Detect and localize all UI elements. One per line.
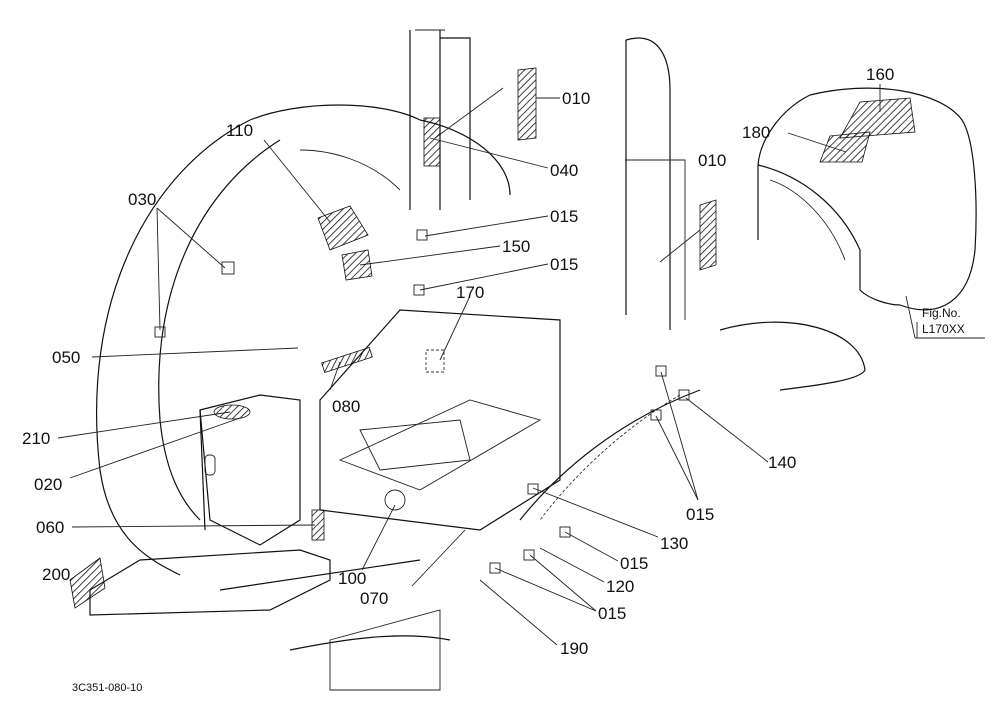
callout-030: 030 xyxy=(128,190,156,209)
callout-015-c: 015 xyxy=(686,505,714,524)
callout-150: 150 xyxy=(502,237,530,256)
decal-shapes xyxy=(69,67,916,609)
callout-120: 120 xyxy=(606,577,634,596)
toolbox xyxy=(199,394,301,546)
callout-160: 160 xyxy=(866,65,894,84)
leader-lines xyxy=(57,84,920,646)
right-rops-post xyxy=(625,37,686,330)
callout-140: 140 xyxy=(768,453,796,472)
callout-170: 170 xyxy=(456,283,484,302)
callout-010-upper: 010 xyxy=(562,89,590,108)
floor-plate xyxy=(89,549,451,691)
callout-050: 050 xyxy=(52,348,80,367)
callout-180: 180 xyxy=(742,123,770,142)
callout-020: 020 xyxy=(34,475,62,494)
hood-panel xyxy=(757,87,977,311)
callout-040: 040 xyxy=(550,161,578,180)
callout-015-a: 015 xyxy=(550,207,578,226)
callout-210: 210 xyxy=(22,429,50,448)
callout-190: 190 xyxy=(560,639,588,658)
callout-015-e: 015 xyxy=(598,604,626,623)
callout-015-d: 015 xyxy=(620,554,648,573)
callout-110: 110 xyxy=(226,121,253,140)
callout-130: 130 xyxy=(660,534,688,553)
callout-100: 100 xyxy=(338,569,366,588)
fastener-marks xyxy=(154,229,690,574)
callout-015-b: 015 xyxy=(550,255,578,274)
callout-200: 200 xyxy=(42,565,70,584)
figure-label: Fig.No. xyxy=(922,306,961,320)
right-fender xyxy=(519,321,866,521)
drawing-code: 3C351-080-10 xyxy=(72,682,142,694)
callout-060: 060 xyxy=(36,518,64,537)
callout-010-lower: 010 xyxy=(698,151,726,170)
fender-outline xyxy=(96,104,511,576)
figure-number-box: Fig.No. L170XX xyxy=(916,306,985,339)
callout-labels: 010 040 110 030 015 150 015 010 160 180 … xyxy=(22,65,894,658)
figure-number: L170XX xyxy=(922,322,965,336)
seat-frame xyxy=(319,309,561,531)
callout-070: 070 xyxy=(360,589,388,608)
callout-080: 080 xyxy=(332,397,360,416)
